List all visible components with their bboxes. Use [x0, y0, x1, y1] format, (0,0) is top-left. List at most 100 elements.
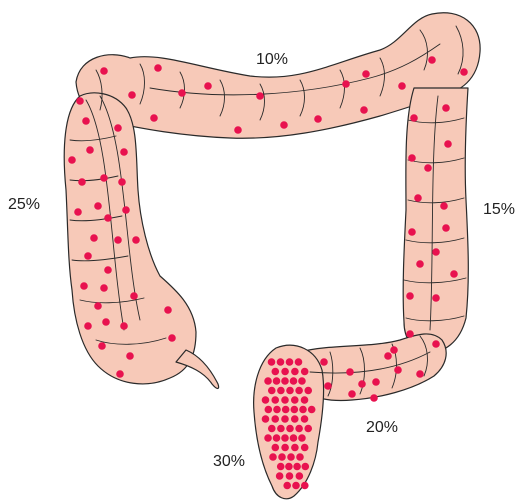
polyp-dot [128, 91, 136, 99]
polyp-dot [440, 202, 448, 210]
polyp-dot [120, 148, 128, 156]
polyp-dot [304, 387, 312, 395]
polyp-dot [281, 444, 289, 452]
polyp-dot [362, 70, 370, 78]
polyp-dot [298, 377, 306, 385]
polyp-dot [282, 406, 290, 414]
polyp-dot [265, 406, 273, 414]
polyp-dot [342, 80, 350, 88]
polyp-dot [444, 140, 452, 148]
polyp-dot [301, 396, 309, 404]
polyp-dot [120, 322, 128, 330]
polyp-dot [268, 387, 276, 395]
polyp-dot [299, 406, 307, 414]
polyp-dot [277, 358, 285, 366]
polyp-dot [100, 67, 108, 75]
polyp-dot [406, 292, 414, 300]
polyp-dot [164, 306, 172, 314]
polyp-dot [286, 387, 294, 395]
polyp-dot [281, 368, 289, 376]
polyp-dot [408, 154, 416, 162]
polyp-dot [100, 284, 108, 292]
polyp-dot [416, 260, 424, 268]
polyp-dot [406, 330, 414, 338]
polyp-dot [346, 368, 354, 376]
polyp-dot [416, 370, 424, 378]
polyp-dot [76, 97, 84, 105]
polyp-dot [168, 334, 176, 342]
polyp-dot [122, 206, 130, 214]
polyp-dot [398, 82, 406, 90]
polyp-dot [102, 318, 110, 326]
polyp-dot [314, 115, 322, 123]
polyp-dot [302, 463, 310, 471]
polyp-dot [298, 434, 306, 442]
polyp-dot [277, 463, 285, 471]
polyp-dot [262, 396, 270, 404]
polyp-dot [281, 415, 289, 423]
polyp-dot [301, 368, 309, 376]
polyp-dot [460, 68, 468, 76]
polyp-dot [68, 156, 76, 164]
polyp-dot [308, 406, 316, 414]
rectum-percentage: 30% [213, 453, 245, 471]
polyp-dot [116, 370, 124, 378]
polyp-dot [296, 453, 304, 461]
polyp-dot [390, 346, 398, 354]
polyp-dot [286, 425, 294, 433]
polyp-dot [290, 377, 298, 385]
polyp-dot [290, 434, 298, 442]
polyp-dot [273, 377, 281, 385]
polyp-dot [90, 234, 98, 242]
polyp-dot [114, 236, 122, 244]
polyp-dot [384, 352, 392, 360]
polyp-dot [264, 434, 272, 442]
polyp-dot [408, 228, 416, 236]
sigmoid-percentage: 20% [366, 419, 398, 437]
polyp-dot [296, 472, 304, 480]
polyp-dot [273, 406, 281, 414]
polyp-dot [276, 472, 284, 480]
polyp-dot [74, 208, 82, 216]
polyp-dot [324, 382, 332, 390]
polyp-dot [295, 358, 303, 366]
polyp-dot [370, 394, 378, 402]
descending-percentage: 15% [483, 201, 515, 219]
polyp-dot [320, 358, 328, 366]
polyp-dot [293, 463, 301, 471]
polyp-dot [292, 482, 300, 490]
polyp-dot [291, 396, 299, 404]
polyp-dot [304, 425, 312, 433]
ascending-colon [64, 93, 196, 384]
polyp-dot [291, 444, 299, 452]
polyp-dot [268, 425, 276, 433]
polyp-dot [414, 194, 422, 202]
polyp-dot [269, 453, 277, 461]
polyp-dot [277, 387, 285, 395]
polyp-dot [280, 121, 288, 129]
polyp-dot [281, 396, 289, 404]
polyp-dot [442, 104, 450, 112]
polyp-dot [278, 453, 286, 461]
polyp-dot [273, 434, 281, 442]
polyp-dot [84, 252, 92, 260]
polyp-dot [286, 472, 294, 480]
polyp-dot [291, 415, 299, 423]
polyp-dot [234, 126, 242, 134]
polyp-dot [94, 302, 102, 310]
polyp-dot [410, 114, 418, 122]
polyp-dot [78, 178, 86, 186]
polyp-dot [348, 390, 356, 398]
polyp-dot [264, 377, 272, 385]
polyp-dot [442, 224, 450, 232]
polyp-dot [360, 106, 368, 114]
polyp-dot [80, 282, 88, 290]
polyp-dot [291, 406, 299, 414]
polyp-dot [118, 178, 126, 186]
polyp-dot [277, 425, 285, 433]
polyp-dot [150, 114, 158, 122]
polyp-dot [285, 463, 293, 471]
polyp-dot [86, 146, 94, 154]
polyp-dot [104, 266, 112, 274]
